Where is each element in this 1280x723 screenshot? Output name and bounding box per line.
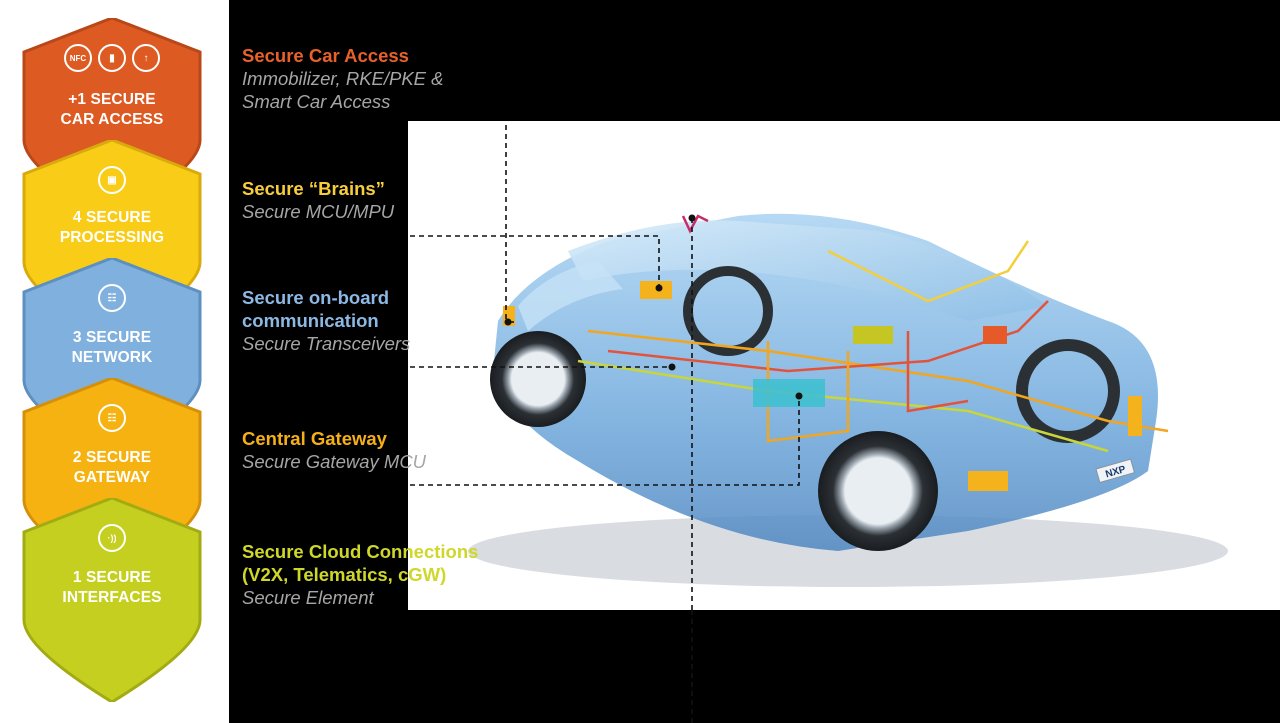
nfc-icon: NFC [64,44,92,72]
category-subtitle: Secure MCU/MPU [242,201,395,222]
wireless-icon: ·)) [98,524,126,552]
category-subtitle: Smart Car Access [242,91,391,112]
shield-label: 1 SECURE INTERFACES [62,569,162,606]
category-title: Secure Car Access [242,45,409,66]
category-subtitle: Secure Transceivers [242,333,411,354]
main-diagram-area: NXP Secure Car Access Immobilizer, [229,0,1280,723]
license-plate: NXP [1095,458,1136,484]
ecu-processing-box [640,281,672,299]
ecu-gateway-box [753,379,825,407]
inner-wheel [683,266,773,356]
category-subtitle: Immobilizer, RKE/PKE & [242,68,444,89]
shield-label: 3 SECURE NETWORK [71,329,153,366]
car-illustration: NXP [408,121,1280,610]
category-central-gateway: Central Gateway Secure Gateway MCU [242,427,426,473]
shield-shape [22,498,202,702]
car-windows [568,220,1048,321]
category-secure-brains: Secure “Brains” Secure MCU/MPU [242,177,394,223]
gateway-icon: ☷ [98,404,126,432]
category-secure-cloud-connections: Secure Cloud Connections (V2X, Telematic… [242,540,478,609]
category-title: Secure Cloud Connections [242,541,479,562]
category-title: communication [242,310,379,331]
category-subtitle: Secure Element [242,587,374,608]
sensor-right-box [1128,396,1142,436]
chip-icon: ▣ [98,166,126,194]
key-fob-icon: ▮ [98,44,126,72]
sensor-bumper-box [978,471,988,481]
wire-red [607,300,1049,373]
sensor-left-box [503,306,515,326]
rear-wheel [490,331,586,427]
shield-icons: ▣ [22,166,202,194]
shield-label: 2 SECURE GATEWAY [72,449,152,486]
security-layers-panel: NFC ▮ ↑ +1 SECURE CAR ACCESS ▣ 4 SECURE … [0,0,229,723]
shield-icons: ☷ [22,284,202,312]
shield-label: 4 SECURE PROCESSING [59,209,165,246]
ecu-access-box [983,326,1007,344]
shield-secure-interfaces: ·)) 1 SECURE INTERFACES [22,498,202,702]
car-key-icon: ↑ [132,44,160,72]
category-title: (V2X, Telematics, cGW) [242,564,447,585]
spare-wheel [1016,339,1120,443]
car-xray-drawing: NXP [468,213,1228,587]
antenna [681,214,709,234]
category-title: Secure “Brains” [242,178,385,199]
shield-label: +1 SECURE CAR ACCESS [60,91,164,128]
network-icon: ☷ [98,284,126,312]
shield-icons: ☷ [22,404,202,432]
category-secure-onboard-communication: Secure on-board communication Secure Tra… [242,286,410,355]
category-subtitle: Secure Gateway MCU [242,451,427,472]
category-title: Central Gateway [242,428,387,449]
shield-icons: NFC ▮ ↑ [22,44,202,72]
category-secure-car-access: Secure Car Access Immobilizer, RKE/PKE &… [242,44,444,113]
wire-red-2 [906,331,969,413]
wire-yellow [827,240,1030,303]
car-shadow [468,515,1228,587]
front-wheel [818,431,938,551]
ecu-module-box [853,326,893,344]
category-title: Secure on-board [242,287,389,308]
wire-green [577,359,1109,453]
shield-icons: ·)) [22,524,202,552]
